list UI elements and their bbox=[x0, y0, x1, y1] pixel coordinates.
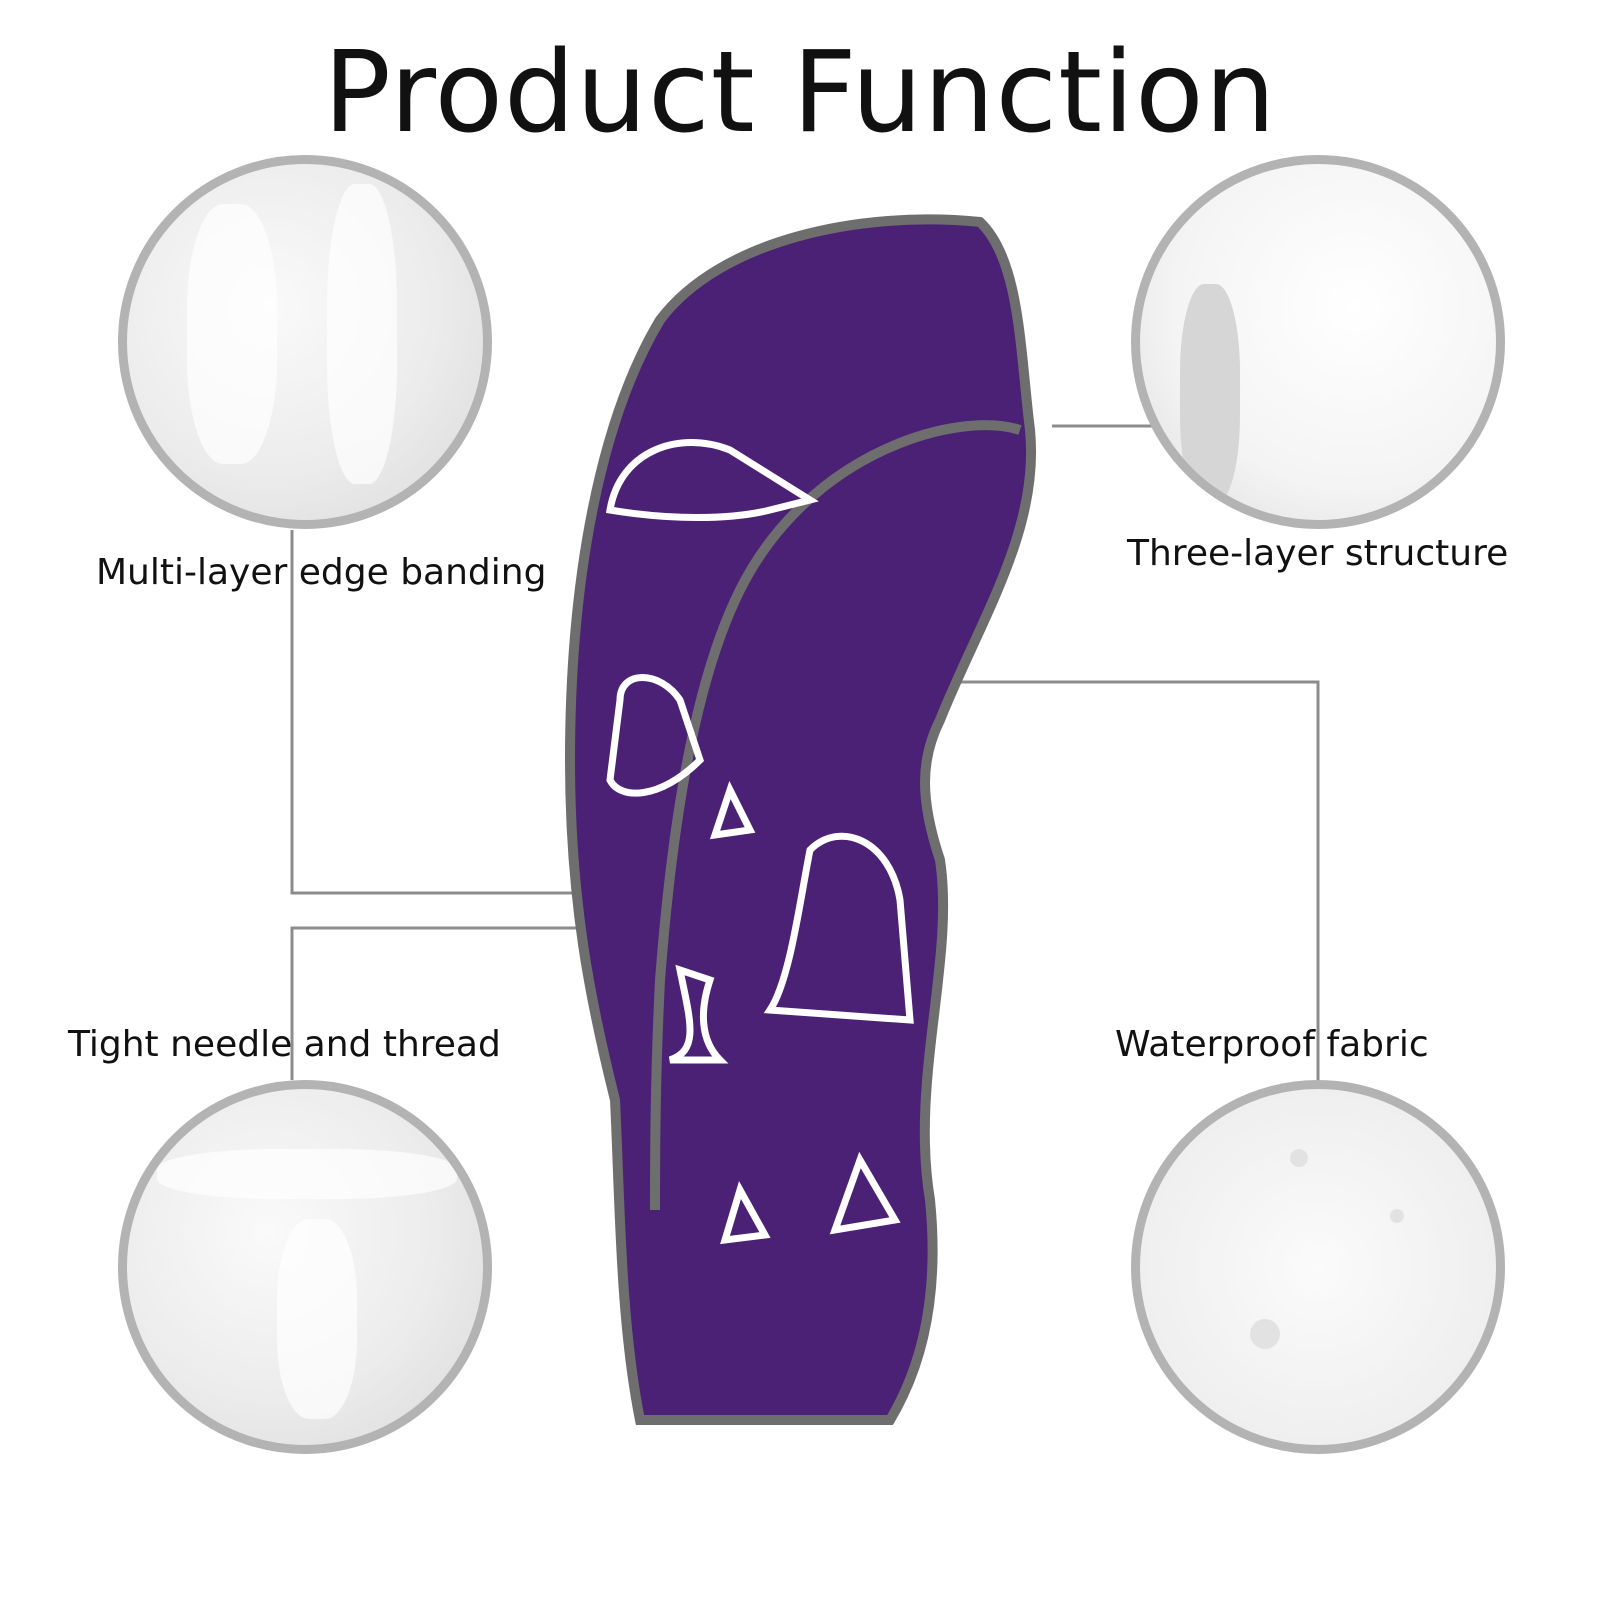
feature-label-needle-thread: Tight needle and thread bbox=[68, 1024, 501, 1065]
feature-label-waterproof: Waterproof fabric bbox=[1115, 1024, 1429, 1065]
callout-line-edge-banding bbox=[290, 530, 625, 895]
headcover-body bbox=[564, 214, 1037, 1425]
headcover-product-image bbox=[564, 214, 1037, 1425]
bell-pattern bbox=[605, 439, 914, 1245]
detail-image-three-layer bbox=[1131, 155, 1505, 529]
detail-image-waterproof bbox=[1131, 1080, 1505, 1454]
page-title: Product Function bbox=[323, 28, 1277, 158]
feature-label-edge-banding: Multi-layer edge banding bbox=[96, 552, 547, 593]
callout-line-waterproof bbox=[925, 680, 1320, 1082]
callout-line-needle-thread bbox=[290, 926, 612, 1080]
detail-image-needle-thread bbox=[118, 1080, 492, 1454]
detail-image-edge-banding bbox=[118, 155, 492, 529]
feature-label-three-layer: Three-layer structure bbox=[1127, 533, 1509, 574]
